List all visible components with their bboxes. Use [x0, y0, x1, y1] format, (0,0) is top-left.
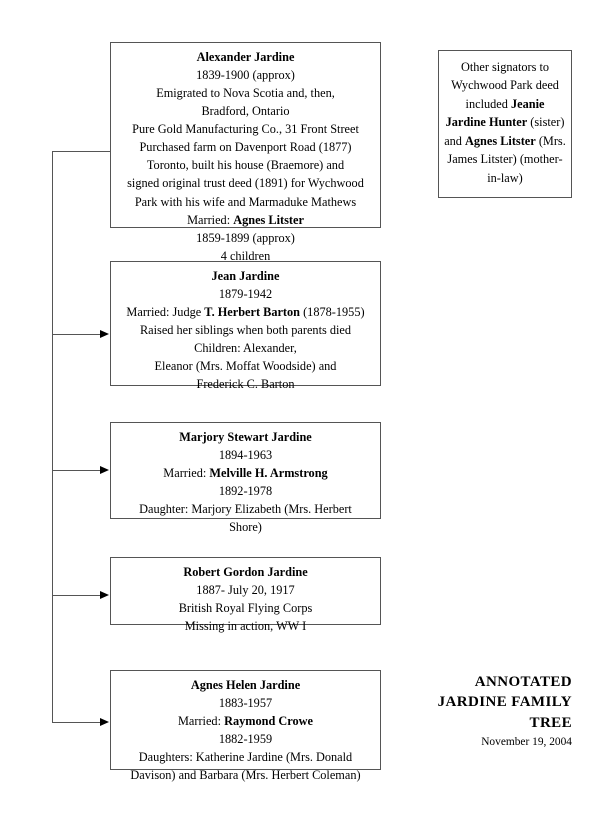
child-1-name: Marjory Stewart Jardine — [179, 430, 312, 444]
root-line-4: Purchased farm on Davenport Road (1877) — [139, 140, 352, 155]
connector-branch-marjory — [52, 470, 101, 471]
child-3-issue-1: Davison) and Barbara (Mrs. Herbert Colem… — [130, 768, 361, 783]
child-3-spouse-dates-line: 1882-1959 — [218, 732, 273, 747]
child-0-marriage-prefix: Married: Judge — [126, 305, 205, 320]
child-1-marriage: Married: Melville H. Armstrong — [117, 464, 374, 482]
root-married-label: Married: — [187, 212, 231, 227]
connector-branch-robert — [52, 595, 101, 596]
title-line-2: TREE — [529, 714, 572, 731]
connector-root-stub — [52, 151, 110, 152]
signator-2-alias: (Mrs. James Litster) — [447, 133, 566, 167]
child-1-marriage-prefix: Married: — [163, 466, 210, 481]
arrowhead-marjory — [100, 466, 109, 474]
root-spouse-name: Agnes Litster — [233, 212, 304, 227]
child-0-dates: 1879-1942 — [218, 287, 273, 302]
node-jean-jardine: Jean Jardine 1879-1942 Married: Judge T.… — [110, 261, 381, 391]
connector-branch-jean — [52, 334, 101, 335]
root-line-0: 1839-1900 (approx) — [196, 68, 295, 83]
child-2-name: Robert Gordon Jardine — [183, 565, 308, 579]
child-1-dates: 1894-1963 — [218, 448, 273, 463]
child-3-name: Agnes Helen Jardine — [190, 678, 301, 692]
node-alexander-jardine: Alexander Jardine 1839-1900 (approx) Emi… — [110, 42, 381, 263]
signator-2-name: Agnes Litster — [465, 134, 536, 148]
root-line-6: signed original trust deed (1891) for Wy… — [127, 176, 364, 191]
arrowhead-agnes — [100, 718, 109, 726]
arrowhead-jean — [100, 330, 109, 338]
signators-intro-0: Other signators to — [460, 60, 550, 74]
child-0-name: Jean Jardine — [211, 269, 280, 283]
node-robert-gordon-jardine: Robert Gordon Jardine 1887- July 20, 191… — [110, 557, 381, 633]
root-name: Alexander Jardine — [196, 50, 295, 64]
node-agnes-helen-jardine: Agnes Helen Jardine 1883-1957 Married: R… — [110, 670, 381, 782]
child-3-marriage: Married: Raymond Crowe — [117, 712, 374, 730]
child-3-spouse-name: Raymond Crowe — [224, 714, 314, 729]
root-spouse-dates: 1859-1899 (approx) — [196, 230, 295, 245]
signators-conjunction: and — [444, 133, 462, 148]
child-0-issue-2: Frederick C. Barton — [196, 377, 295, 392]
child-0-issue-0: Children: Alexander, — [194, 341, 297, 356]
child-2-note-1: Missing in action, WW I — [184, 619, 307, 634]
signator-2-name-text: Agnes Litster — [465, 133, 536, 148]
connector-branch-agnes — [52, 722, 101, 723]
child-0-marriage: Married: Judge T. Herbert Barton (1878-1… — [117, 303, 374, 321]
connector-trunk — [52, 151, 53, 722]
note-other-signators: Other signators to Wychwood Park deed in… — [438, 50, 572, 198]
child-1-issue-0: Daughter: Marjory Elizabeth (Mrs. Herber… — [139, 502, 352, 517]
child-1-spouse-name: Melville H. Armstrong — [209, 466, 328, 481]
root-children-count: 4 children — [220, 248, 271, 263]
child-2-dates: 1887- July 20, 1917 — [196, 583, 295, 598]
child-3-issue-0: Daughters: Katherine Jardine (Mrs. Donal… — [138, 750, 353, 765]
root-line-5: Toronto, built his house (Braemore) and — [146, 158, 345, 173]
signators-intro-1: Wychwood Park — [451, 78, 533, 93]
child-3-marriage-prefix: Married: — [177, 714, 225, 729]
signator-1-relation: (sister) — [530, 115, 565, 130]
document-title-block: ANNOTATED JARDINE FAMILY TREE November 1… — [420, 672, 572, 751]
title-date: November 19, 2004 — [481, 735, 572, 748]
root-line-3: Pure Gold Manufacturing Co., 31 Front St… — [132, 122, 359, 137]
root-line-1: Emigrated to Nova Scotia and, then, — [156, 86, 335, 101]
title-line-0: ANNOTATED — [474, 674, 572, 690]
child-0-spouse-name: T. Herbert Barton — [204, 305, 301, 320]
root-line-7: Park with his wife and Marmaduke Mathews — [134, 194, 357, 209]
arrowhead-robert — [100, 591, 109, 599]
root-marriage-line: Married: Agnes Litster — [117, 211, 374, 229]
signators-intro-2: deed included — [465, 78, 559, 111]
child-0-spouse-dates: (1878-1955) — [300, 305, 365, 320]
signator-1: Jeanie Jardine Hunter (sister) — [446, 97, 565, 129]
child-1-issue-1: Shore) — [229, 520, 262, 535]
child-1-spouse-dates-line: 1892-1978 — [218, 484, 273, 499]
child-0-note-0: Raised her siblings when both parents di… — [139, 323, 352, 338]
node-marjory-stewart-jardine: Marjory Stewart Jardine 1894-1963 Marrie… — [110, 422, 381, 534]
child-3-dates: 1883-1957 — [218, 696, 273, 711]
signator-1-name: Jeanie Jardine Hunter — [445, 96, 545, 130]
title-line-1: JARDINE FAMILY — [437, 694, 572, 711]
signator-2-relation: (mother-in-law) — [487, 152, 563, 185]
child-2-note-0: British Royal Flying Corps — [178, 601, 313, 616]
child-0-issue-1: Eleanor (Mrs. Moffat Woodside) and — [154, 359, 337, 374]
root-line-2: Bradford, Ontario — [201, 104, 290, 119]
